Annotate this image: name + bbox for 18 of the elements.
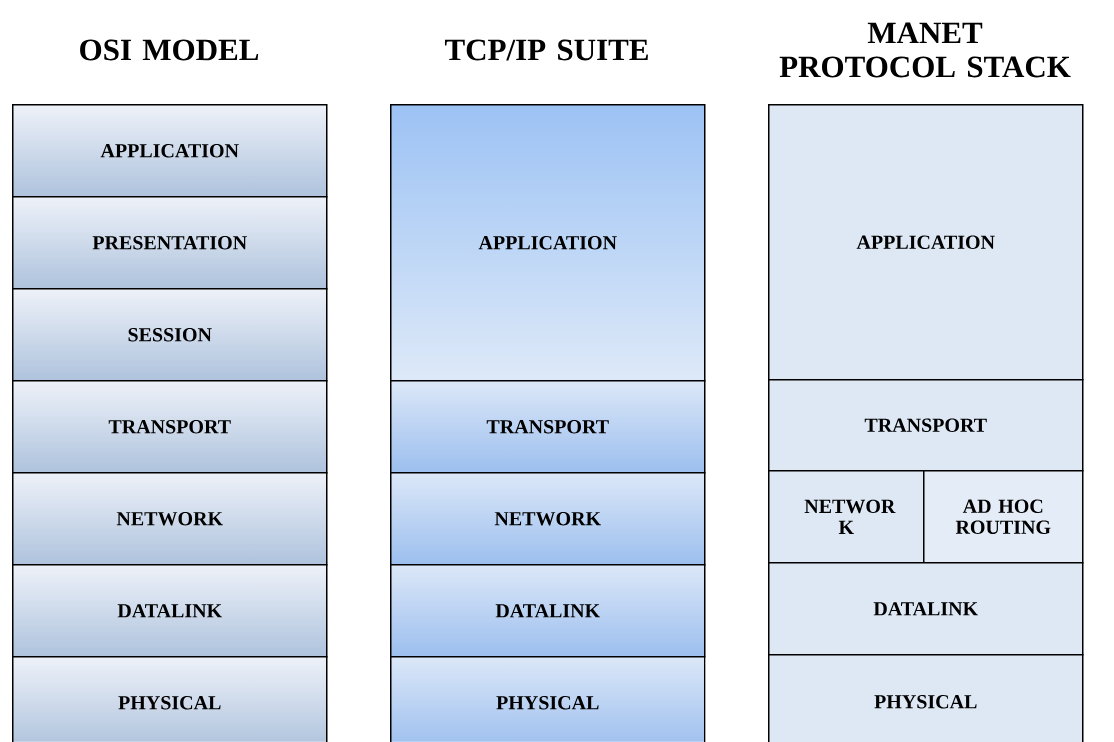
layer-box: AD HOC ROUTING	[923, 470, 1084, 564]
layer-box: PRESENTATION	[12, 196, 328, 290]
layer-box: TRANSPORT	[390, 380, 706, 474]
layer-box: APPLICATION	[12, 104, 328, 198]
layer-box: SESSION	[12, 288, 328, 382]
layer-box: DATALINK	[390, 564, 706, 658]
layer-box: NETWOR K	[768, 470, 925, 564]
column-heading: OSI MODEL	[80, 39, 259, 61]
layer-box: TRANSPORT	[768, 379, 1084, 472]
layer-box: DATALINK	[12, 564, 328, 658]
layer-box: PHYSICAL	[768, 654, 1084, 742]
layer-box: PHYSICAL	[12, 656, 328, 742]
layer-box: PHYSICAL	[390, 656, 706, 742]
column-heading: TCP/IP SUITE	[445, 39, 648, 61]
layer-box: NETWORK	[390, 472, 706, 566]
layer-box: NETWORK	[12, 472, 328, 566]
layer-box: TRANSPORT	[12, 380, 328, 474]
column-heading: MANET PROTOCOL STACK	[779, 22, 1071, 78]
